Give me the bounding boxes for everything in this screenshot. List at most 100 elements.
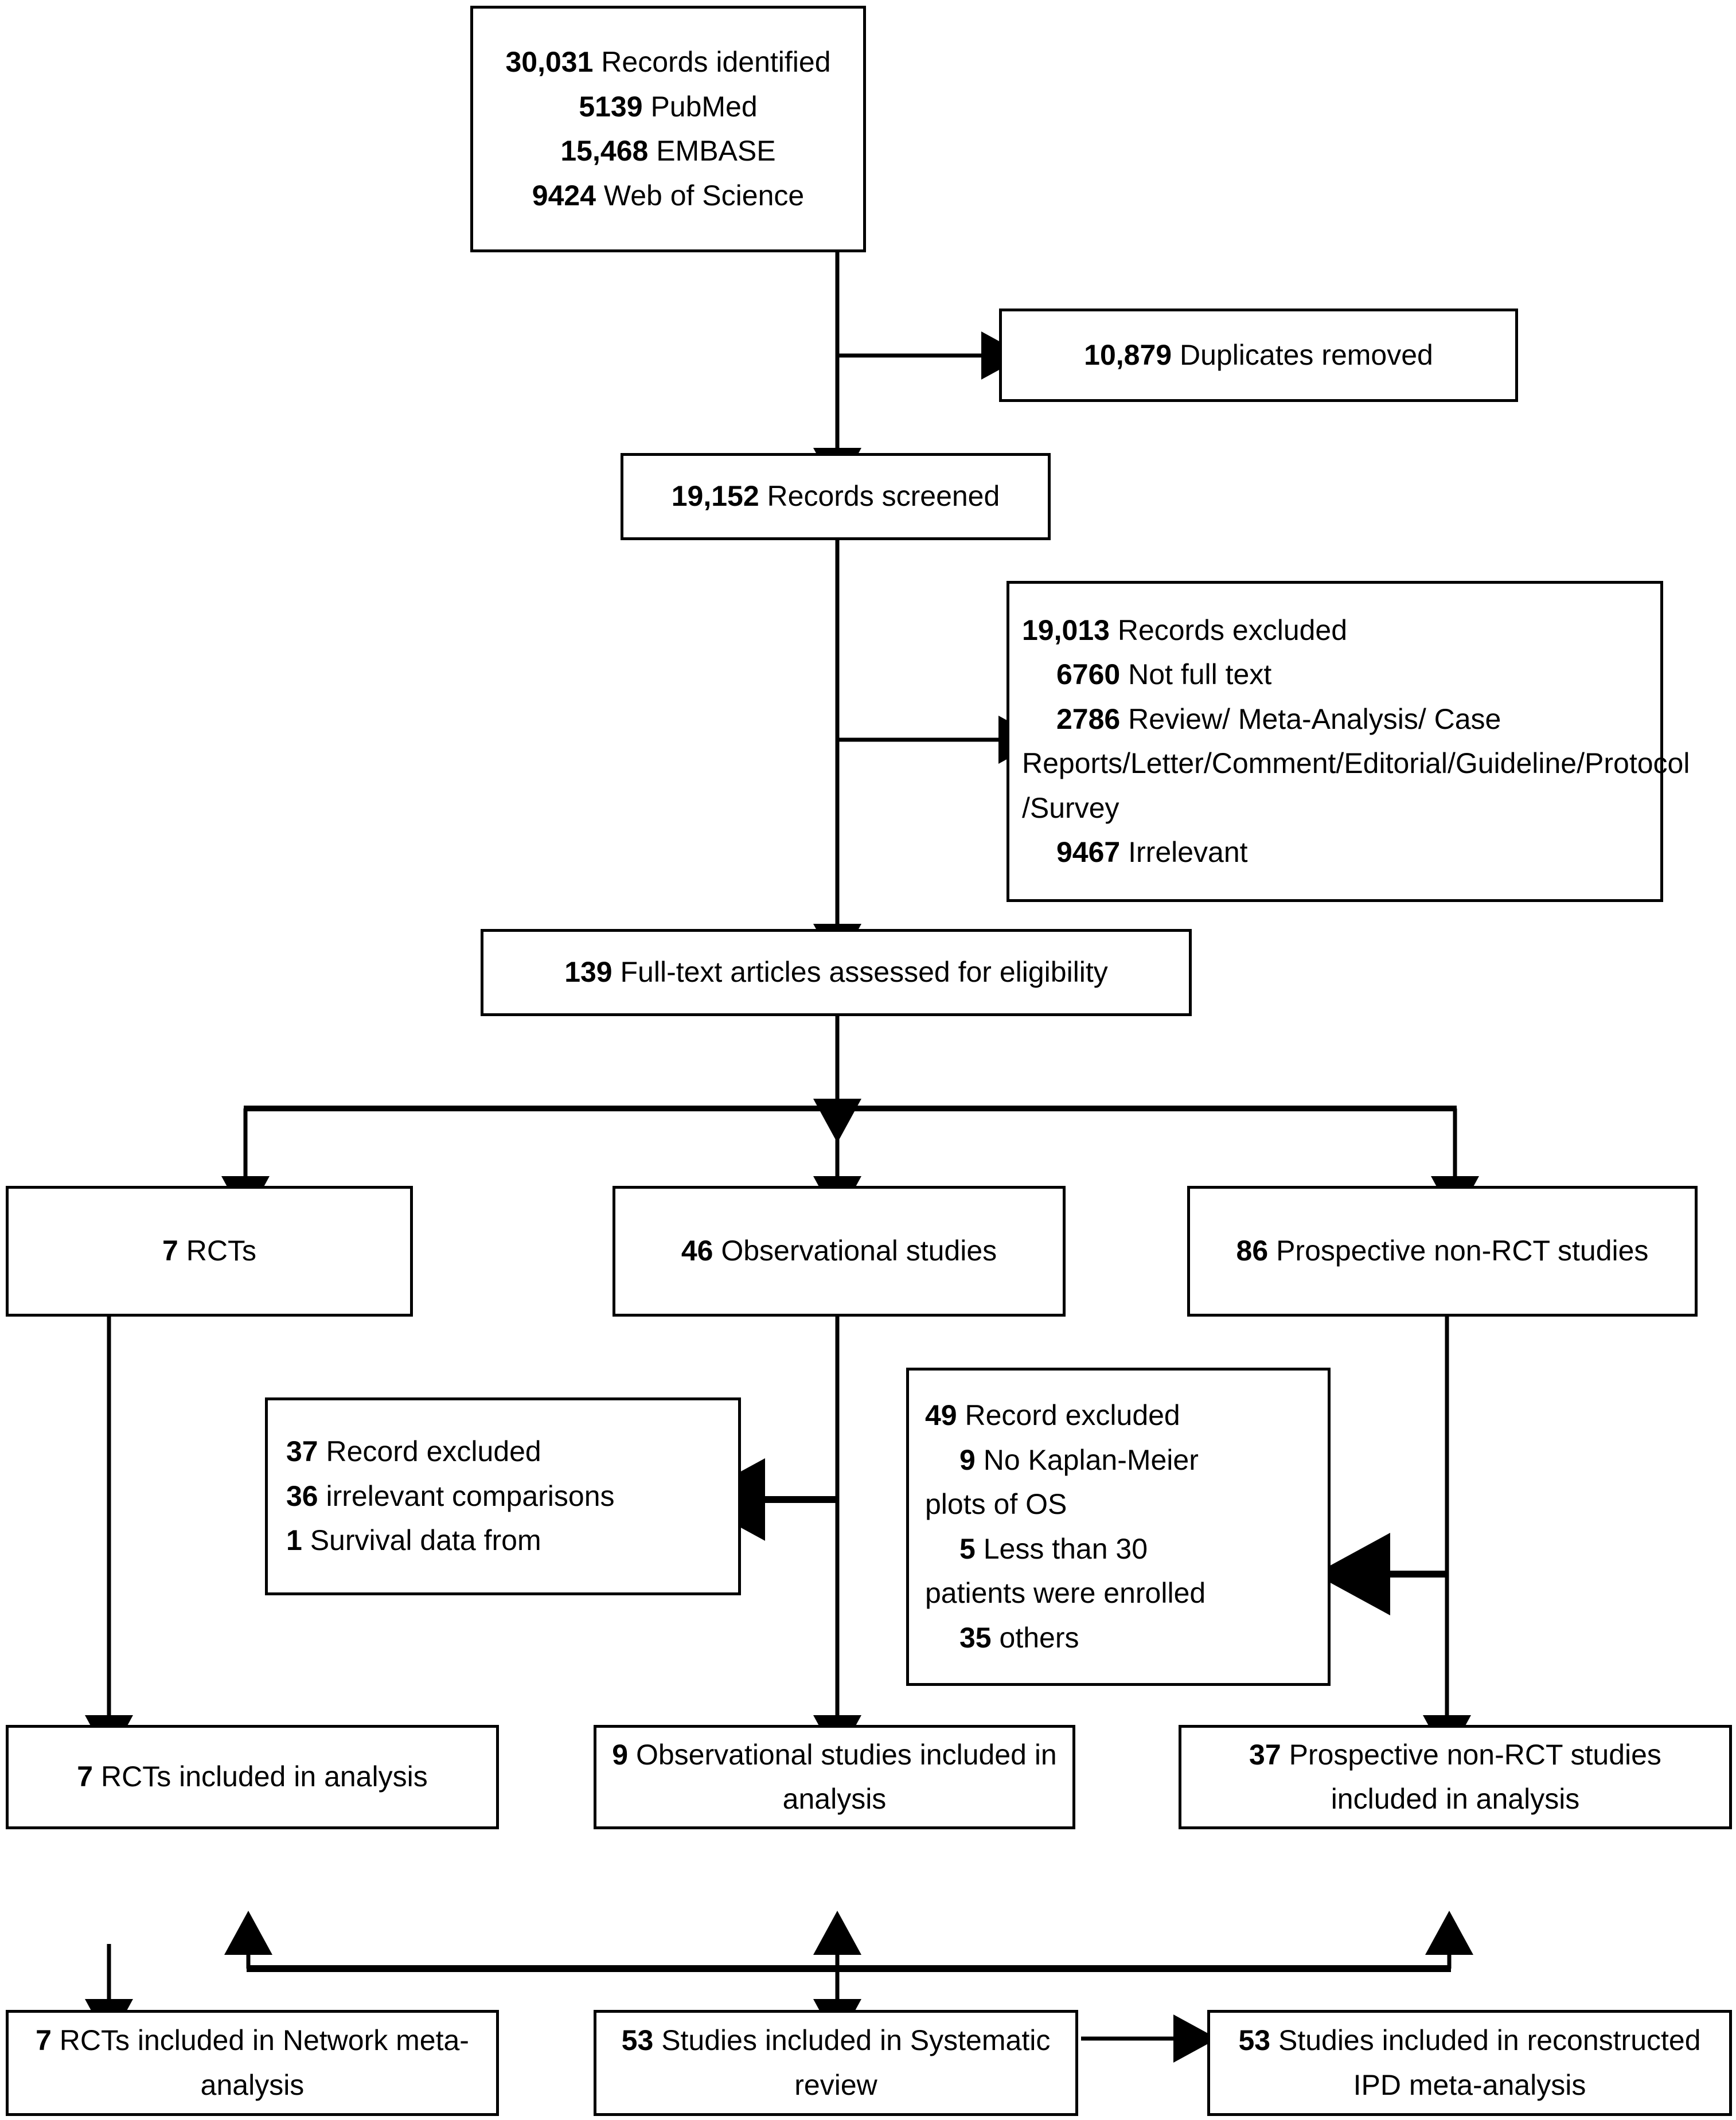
rcts-line: 7 RCTs <box>162 1229 256 1274</box>
label: Survival data from <box>302 1524 541 1557</box>
rcts-included-analysis-line: 7 RCTs included in analysis <box>77 1755 427 1799</box>
record-excluded-49-line-1: 9 No Kaplan-Meier <box>925 1438 1199 1483</box>
value: 10,879 <box>1084 338 1172 371</box>
label: Web of Science <box>596 179 805 212</box>
label: Records screened <box>759 480 1000 513</box>
record-excluded-49-line-2: plots of OS <box>925 1488 1067 1520</box>
label: others <box>991 1621 1079 1654</box>
label: No Kaplan-Meier <box>975 1443 1199 1476</box>
record-excluded-49-line-0: 49 Record excluded <box>925 1393 1180 1438</box>
records-identified-line-2: 15,468 EMBASE <box>560 129 775 174</box>
label: Full-text articles assessed for eligibil… <box>612 956 1108 989</box>
value: 37 <box>286 1435 318 1468</box>
value: 15,468 <box>560 135 649 167</box>
value: 53 <box>621 2024 654 2056</box>
rcts-network-meta-line: 7 RCTs included in Network meta-analysis <box>9 2019 496 2107</box>
value: 36 <box>286 1479 318 1512</box>
box-records-identified: 30,031 Records identified 5139 PubMed 15… <box>470 6 866 252</box>
box-observational-included-analysis: 9 Observational studies included in anal… <box>594 1725 1075 1829</box>
records-excluded-line-0: 19,013 Records excluded <box>1022 608 1347 653</box>
observational-studies-line: 46 Observational studies <box>681 1229 997 1274</box>
box-fulltext-assessed: 139 Full-text articles assessed for elig… <box>481 929 1192 1016</box>
box-record-excluded-49: 49 Record excluded 9 No Kaplan-Meier plo… <box>906 1368 1331 1686</box>
record-excluded-37-line-2: 1 Survival data from <box>286 1518 541 1563</box>
systematic-review-line: 53 Studies included in Systematic review <box>596 2019 1075 2107</box>
value: 30,031 <box>505 46 594 78</box>
label: PubMed <box>642 90 758 123</box>
label: Studies included in reconstructed IPD me… <box>1270 2024 1701 2101</box>
value: 5139 <box>579 90 643 123</box>
value: 9 <box>612 1738 629 1771</box>
records-excluded-line-3: Reports/Letter/Comment/Editorial/Guideli… <box>1022 747 1690 824</box>
box-observational-studies: 46 Observational studies <box>613 1186 1066 1317</box>
value: 19,013 <box>1022 614 1110 646</box>
box-systematic-review: 53 Studies included in Systematic review <box>594 2010 1078 2116</box>
value: 49 <box>925 1399 957 1431</box>
records-screened-line: 19,152 Records screened <box>672 474 1000 519</box>
records-identified-line-1: 5139 PubMed <box>579 85 757 130</box>
records-excluded-line-1: 6760 Not full text <box>1022 653 1271 697</box>
value: 5 <box>959 1532 976 1565</box>
label: Prospective non-RCT studies included in … <box>1281 1738 1661 1816</box>
label: Less than 30 <box>975 1532 1148 1565</box>
value: 139 <box>564 956 613 989</box>
box-rcts-included-analysis: 7 RCTs included in analysis <box>6 1725 499 1829</box>
value: 2786 <box>1056 702 1121 735</box>
label: RCTs included in analysis <box>93 1760 428 1793</box>
label: Records identified <box>593 46 831 78</box>
value: 7 <box>162 1235 178 1267</box>
box-records-excluded: 19,013 Records excluded 6760 Not full te… <box>1007 581 1690 902</box>
fulltext-assessed-line: 139 Full-text articles assessed for elig… <box>564 950 1108 995</box>
label: irrelevant comparisons <box>318 1479 615 1512</box>
label: Records excluded <box>1109 614 1348 646</box>
record-excluded-37-line-1: 36 irrelevant comparisons <box>286 1474 615 1519</box>
label: RCTs included in Network meta-analysis <box>51 2024 469 2101</box>
label: Prospective non-RCT studies <box>1268 1235 1649 1267</box>
label: Duplicates removed <box>1172 338 1433 371</box>
value: 9 <box>959 1443 976 1476</box>
box-rcts: 7 RCTs <box>6 1186 413 1317</box>
record-excluded-49-line-3: 5 Less than 30 <box>925 1527 1148 1572</box>
box-duplicates-removed: 10,879 Duplicates removed <box>999 309 1518 402</box>
label: Record excluded <box>957 1399 1180 1431</box>
box-prospective-nonrct-studies: 86 Prospective non-RCT studies <box>1187 1186 1698 1317</box>
prospective-nonrct-studies-line: 86 Prospective non-RCT studies <box>1222 1229 1664 1274</box>
prospective-included-analysis-line: 37 Prospective non-RCT studies included … <box>1181 1733 1729 1822</box>
value: 86 <box>1236 1235 1269 1267</box>
value: 7 <box>77 1760 93 1793</box>
value: 35 <box>959 1621 992 1654</box>
value: 1 <box>286 1524 302 1557</box>
label: Irrelevant <box>1120 836 1248 868</box>
value: 9424 <box>532 179 596 212</box>
box-record-excluded-37: 37 Record excluded 36 irrelevant compari… <box>265 1397 741 1595</box>
label: EMBASE <box>648 135 776 167</box>
label: RCTs <box>178 1235 256 1267</box>
box-ipd-meta-analysis: 53 Studies included in reconstructed IPD… <box>1207 2010 1732 2116</box>
value: 53 <box>1238 2024 1271 2056</box>
label: Studies included in Systematic review <box>653 2024 1051 2101</box>
records-identified-line-3: 9424 Web of Science <box>532 174 804 218</box>
label: Not full text <box>1120 658 1272 690</box>
box-rcts-network-meta: 7 RCTs included in Network meta-analysis <box>6 2010 499 2116</box>
records-excluded-line-4: 9467 Irrelevant <box>1022 830 1248 875</box>
records-identified-line-0: 30,031 Records identified <box>505 40 830 85</box>
value: 7 <box>36 2024 52 2056</box>
label: Observational studies <box>713 1235 997 1267</box>
duplicates-removed-line: 10,879 Duplicates removed <box>1084 333 1433 378</box>
observational-included-analysis-line: 9 Observational studies included in anal… <box>596 1733 1072 1822</box>
value: 9467 <box>1056 836 1121 868</box>
box-records-screened: 19,152 Records screened <box>621 453 1051 540</box>
ipd-meta-analysis-line: 53 Studies included in reconstructed IPD… <box>1210 2019 1729 2107</box>
box-prospective-included-analysis: 37 Prospective non-RCT studies included … <box>1179 1725 1732 1829</box>
value: 46 <box>681 1235 713 1267</box>
value: 19,152 <box>671 480 759 513</box>
value: 37 <box>1249 1738 1281 1771</box>
record-excluded-49-line-4: patients were enrolled <box>925 1577 1206 1609</box>
record-excluded-49-line-5: 35 others <box>925 1616 1079 1661</box>
value: 6760 <box>1056 658 1121 690</box>
label: Observational studies included in analys… <box>628 1738 1057 1816</box>
records-excluded-line-2: 2786 Review/ Meta-Analysis/ Case <box>1022 697 1501 742</box>
record-excluded-37-line-0: 37 Record excluded <box>286 1430 541 1474</box>
label: Record excluded <box>318 1435 541 1468</box>
